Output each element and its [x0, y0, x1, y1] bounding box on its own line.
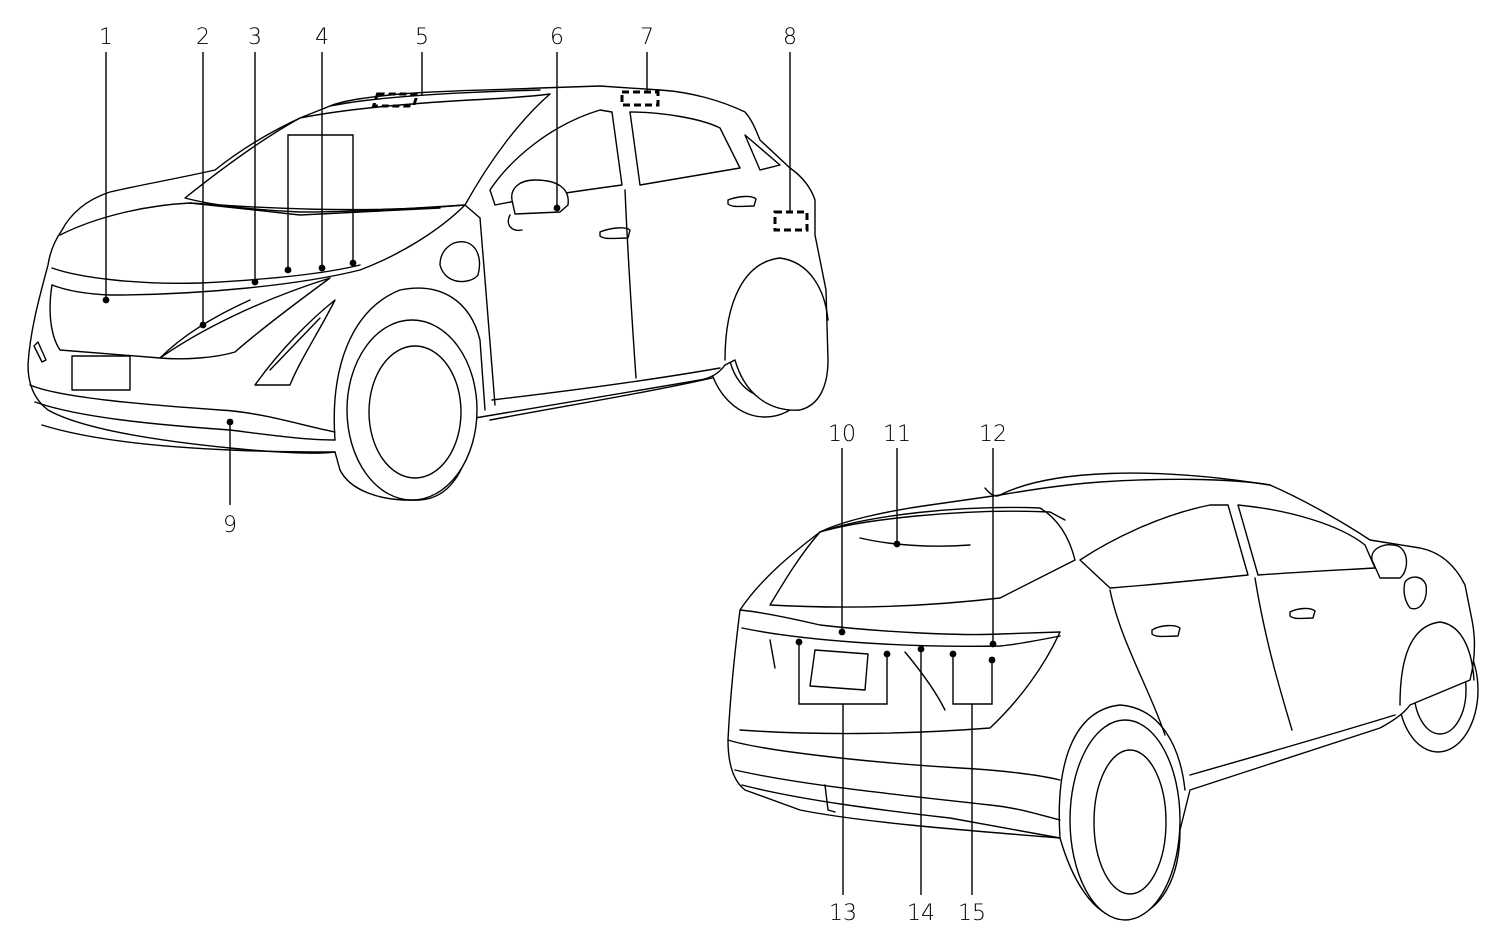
- hidden-component-box-5: [371, 92, 420, 108]
- rear-view-spoiler: [819, 510, 1066, 533]
- rear-view-mirror: [1371, 544, 1408, 579]
- rear-view-rear-arch: [1058, 704, 1186, 839]
- callout-2: 2: [196, 25, 210, 50]
- leader-dots: [102, 204, 997, 664]
- rear-view-rear-door-edge: [1109, 589, 1166, 736]
- front-view-front-rim: [368, 345, 462, 479]
- front-view-side-accent: [254, 299, 336, 386]
- rear-view-rear-wheel: [1069, 719, 1181, 921]
- front-view-front-wheel: [346, 319, 478, 501]
- front-view-quarter-window: [744, 134, 781, 171]
- callout-11: 11: [883, 422, 911, 447]
- front-view-splitter: [41, 424, 336, 453]
- rear-view-front-door-window: [1237, 504, 1376, 576]
- front-view-mirror-stalk: [507, 214, 523, 232]
- callout-15: 15: [958, 901, 986, 926]
- front-view-license-plate: [71, 355, 131, 391]
- rear-view-bumper-lower: [734, 769, 1061, 821]
- rear-view-car: [727, 472, 1479, 921]
- front-view-door-split: [624, 189, 637, 379]
- front-view-rear-door-handle: [727, 195, 757, 208]
- rear-view-tow-hook: [824, 784, 836, 813]
- rear-view-door-split: [1254, 577, 1293, 731]
- leader-lines: [105, 52, 994, 895]
- front-view-a-pillar: [464, 204, 481, 219]
- rear-view-tail-lamp-left: [769, 639, 776, 669]
- front-view-mirror: [511, 179, 569, 215]
- rear-view-rear-rim: [1093, 749, 1167, 895]
- callout-1: 1: [99, 25, 113, 50]
- rear-view-roof-rail: [999, 472, 1271, 496]
- rear-view-charge-port: [1403, 576, 1427, 610]
- front-view-rocker-lower: [489, 377, 713, 421]
- callout-10: 10: [828, 422, 856, 447]
- rear-view-high-mount-lamp: [859, 537, 971, 547]
- front-view-light-bar: [51, 264, 361, 285]
- rear-view-diffuser: [741, 784, 1061, 839]
- hidden-component-box-7: [620, 90, 660, 107]
- front-view-lower-bumper: [29, 384, 336, 433]
- callout-4: 4: [315, 25, 329, 50]
- callout-14: 14: [907, 901, 935, 926]
- front-view-accent-line: [269, 317, 321, 371]
- front-view-wiper: [189, 202, 441, 216]
- front-view-rocker: [491, 367, 721, 401]
- callout-9: 9: [223, 513, 237, 538]
- callout-6: 6: [550, 25, 564, 50]
- front-view-rear-arch: [724, 257, 829, 361]
- rear-view-license-plate: [809, 649, 869, 691]
- rear-view-rocker: [1189, 714, 1396, 776]
- front-view-front-arch: [333, 287, 486, 441]
- callout-3: 3: [248, 25, 262, 50]
- rear-view-tailgate-crease: [904, 651, 946, 711]
- rear-view-tailgate: [739, 609, 1061, 735]
- front-view-car: [27, 85, 829, 501]
- rear-view-bumper: [727, 739, 1061, 781]
- front-view-side-marker: [33, 341, 47, 363]
- callout-numbers: 1 2 3 4 5 6 7 8 9 10 11 12 13 14 15: [99, 25, 1007, 926]
- rear-view-rear-window: [769, 506, 1076, 608]
- front-view-front-door-handle: [599, 227, 631, 240]
- front-view-charge-port: [439, 241, 481, 283]
- front-view-front-door-edge: [479, 217, 496, 406]
- callout-12: 12: [979, 422, 1007, 447]
- front-view-headlamp: [159, 277, 331, 360]
- front-view-roof-edge: [329, 89, 541, 107]
- front-view-rear-door-window: [629, 111, 741, 186]
- rear-view-tail-lamp-bar: [741, 627, 1061, 648]
- callout-5: 5: [415, 25, 429, 50]
- callout-13: 13: [829, 901, 857, 926]
- front-view-bumper-lip: [34, 401, 336, 441]
- front-view-windshield: [184, 93, 551, 213]
- callout-8: 8: [783, 25, 797, 50]
- callout-7: 7: [640, 25, 654, 50]
- front-view-hood: [51, 202, 466, 296]
- hidden-component-box-8: [773, 210, 809, 232]
- rear-view-body: [727, 478, 1476, 919]
- rear-view-front-door-handle: [1289, 607, 1316, 620]
- rear-view-front-arch: [1399, 621, 1475, 706]
- rear-view-rear-door-handle: [1151, 624, 1181, 638]
- rear-view-rear-door-window: [1079, 504, 1249, 589]
